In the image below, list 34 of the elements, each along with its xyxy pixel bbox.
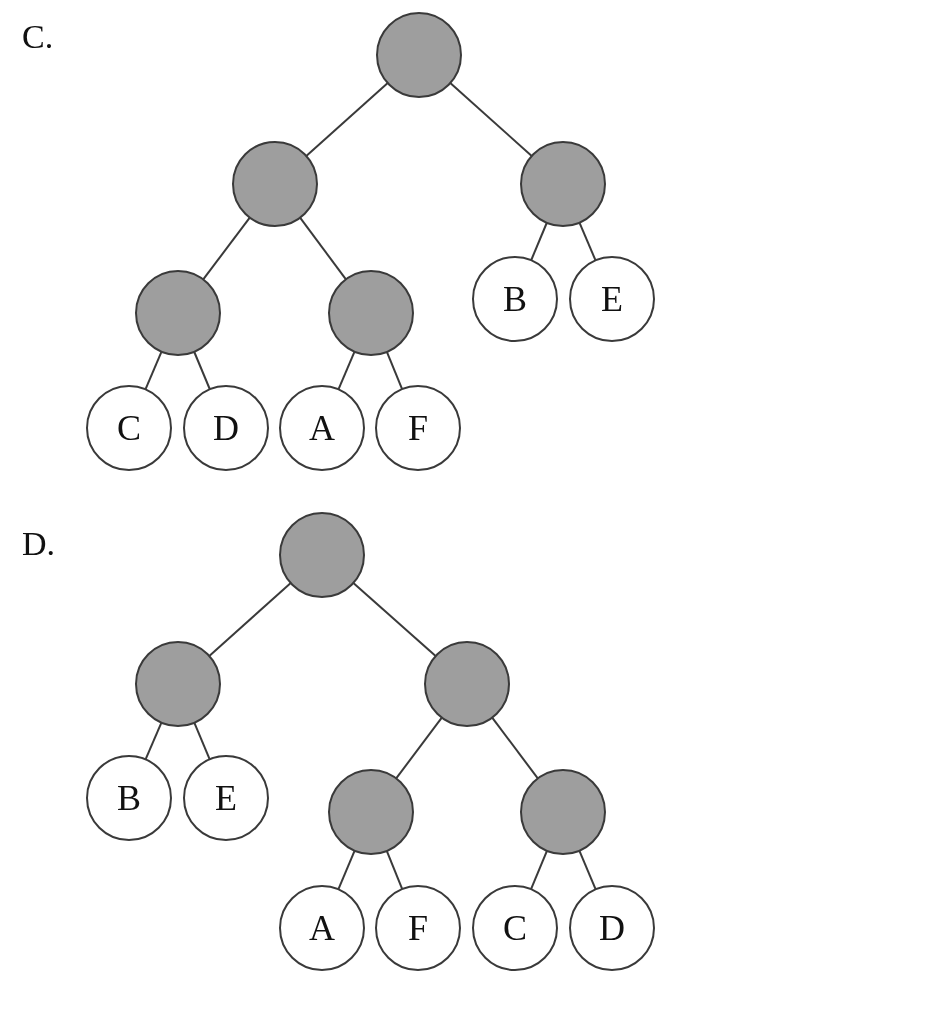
tree-edge-line [530, 221, 548, 262]
leaf-node-circle: A [279, 885, 365, 971]
option-label: C. [22, 18, 54, 56]
leaf-node-circle: C [86, 385, 172, 471]
tree-edge-line [337, 350, 356, 391]
tree-edge-line [578, 849, 597, 891]
tree-edge-line [385, 849, 404, 891]
leaf-node-circle: E [183, 755, 269, 841]
tree-edge-line [578, 221, 597, 262]
tree-edge-line [208, 582, 292, 657]
leaf-node-circle: B [86, 755, 172, 841]
tree-edge-line [305, 82, 389, 157]
tree-edge-line [144, 721, 163, 761]
tree-edge-line [352, 581, 437, 658]
leaf-node-circle: F [375, 385, 461, 471]
leaf-node-circle: C [472, 885, 558, 971]
tree-edge-line [299, 216, 347, 281]
tree-edge-line [395, 716, 443, 780]
leaf-node-circle: F [375, 885, 461, 971]
tree-edge-line [144, 350, 163, 391]
tree-edge-line [193, 350, 211, 391]
leaf-node-circle: B [472, 256, 558, 342]
tree-edge-line [385, 350, 404, 391]
tree-edge-line [449, 82, 533, 157]
leaf-node-circle: D [569, 885, 655, 971]
tree-edge-line [193, 721, 211, 761]
tree-edge-line [530, 849, 548, 891]
tree-edge-line [491, 716, 539, 780]
leaf-node-circle: E [569, 256, 655, 342]
tree-edge-line [337, 849, 356, 891]
leaf-node-circle: D [183, 385, 269, 471]
option-label: D. [22, 525, 56, 563]
tree-edge-line [202, 216, 251, 281]
leaf-node-circle: A [279, 385, 365, 471]
